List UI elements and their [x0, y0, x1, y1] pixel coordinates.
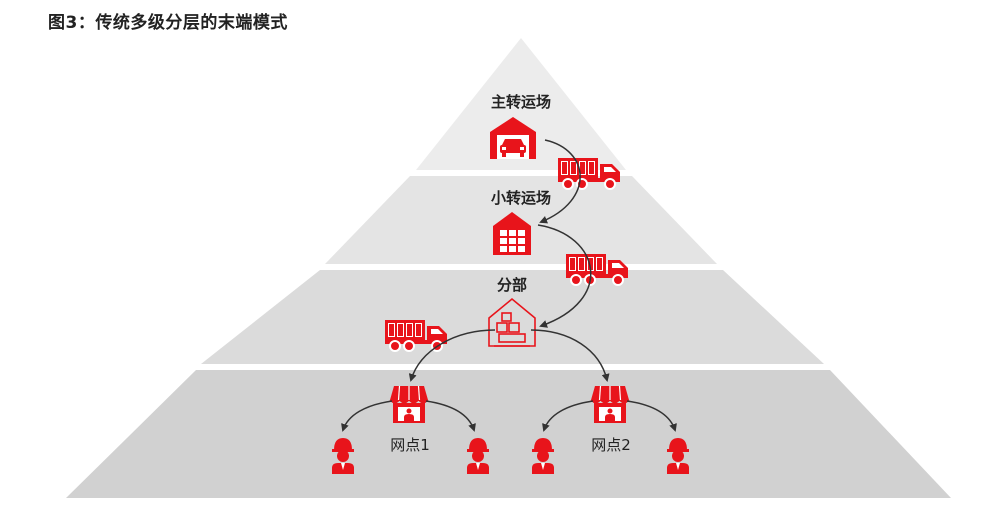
flow-arrow-branch-to-outlet-2 — [530, 329, 610, 382]
sub-hub-label: 小转运场 — [491, 189, 551, 207]
flow-arrow-outlet-1-right — [425, 400, 476, 432]
shop-stall-icon-1 — [389, 385, 429, 424]
outlet-1-label: 网点1 — [390, 436, 430, 454]
flow-arrow-sub-to-branch — [537, 224, 592, 328]
flow-arrow-branch-to-outlet-1 — [408, 329, 496, 382]
house-parcels-icon — [488, 297, 536, 347]
main-hub-label: 主转运场 — [491, 93, 551, 111]
branch-label: 分部 — [497, 276, 527, 294]
flow-arrow-outlet-1-left — [341, 400, 393, 432]
tier-1-band — [416, 38, 626, 170]
flow-arrow-outlet-2-left — [542, 400, 594, 432]
outlet-2-label: 网点2 — [591, 436, 631, 454]
figure-title: 图3：传统多级分层的末端模式 — [48, 13, 288, 33]
warehouse-boxes-icon — [493, 212, 531, 255]
flow-arrow-main-to-sub — [539, 139, 581, 224]
warehouse-truck-icon — [490, 117, 536, 159]
flow-arrow-outlet-2-right — [626, 400, 677, 432]
shop-stall-icon-2 — [590, 385, 630, 424]
tier-4-band — [66, 370, 951, 498]
tier-3-band — [201, 270, 824, 364]
